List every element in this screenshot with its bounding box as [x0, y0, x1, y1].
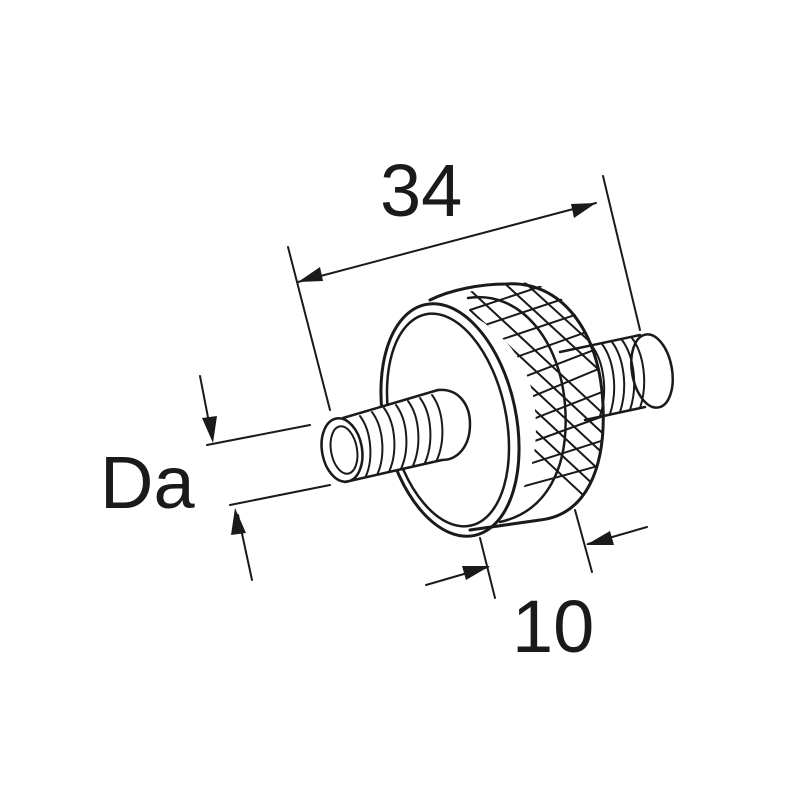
arrowhead-right	[571, 203, 596, 218]
dimension-overall-length: 34	[287, 149, 641, 411]
arrowhead-bottom	[231, 508, 246, 535]
thread-diameter-label: Da	[100, 441, 195, 524]
left-threaded-stud	[320, 388, 472, 484]
dimension-thread-diameter: Da	[100, 375, 331, 581]
left-stud-end-face	[320, 417, 364, 483]
dimension-knob-width: 10	[425, 509, 648, 668]
left-stud-end-chamfer	[329, 425, 359, 475]
left-thread-lines	[359, 394, 444, 481]
arrowhead-knob-right	[586, 531, 614, 545]
arrowhead-knob-left	[462, 566, 490, 580]
right-threaded-stud	[558, 333, 674, 422]
knob-width-label: 10	[512, 585, 594, 668]
overall-length-label: 34	[380, 149, 462, 232]
arrowhead-left	[298, 267, 323, 282]
arrowhead-top	[202, 416, 217, 443]
